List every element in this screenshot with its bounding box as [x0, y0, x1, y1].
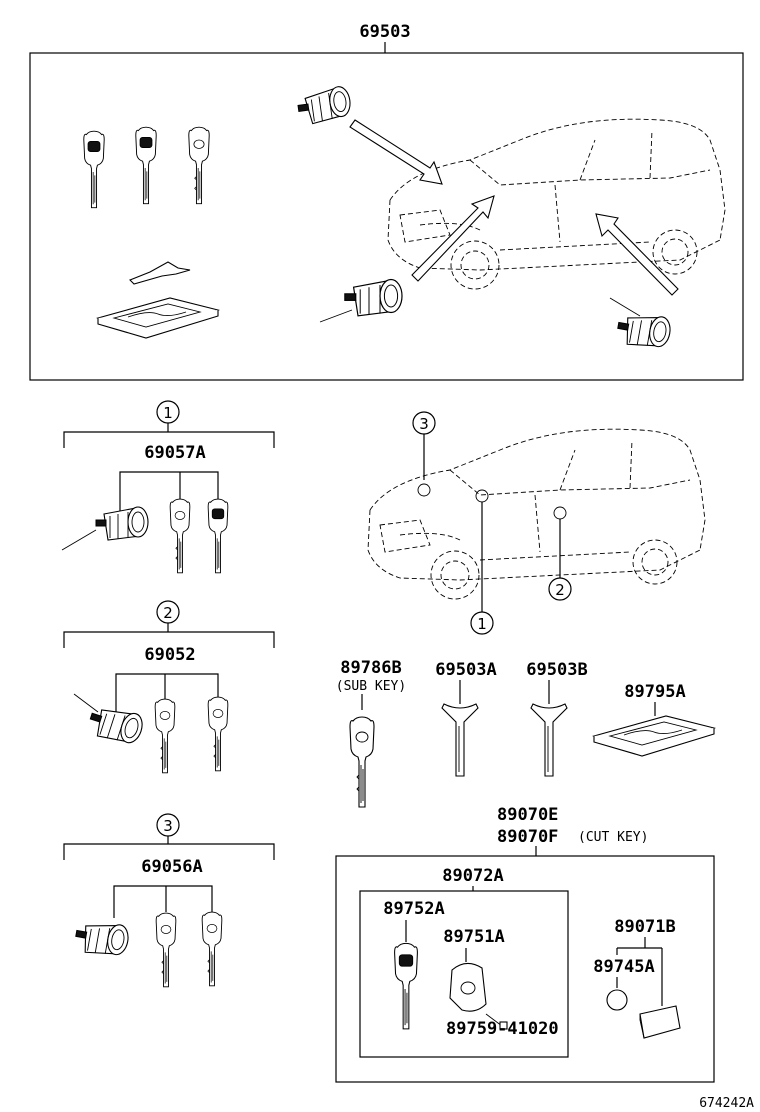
top-assembly-frame — [29, 52, 744, 381]
blank-key-icon — [530, 703, 568, 777]
lock-cylinder-icon — [295, 84, 673, 352]
group-circle-2: 2 — [163, 604, 173, 622]
part-label-69057A: 69057A — [144, 443, 205, 463]
part-label-89071B: 89071B — [614, 917, 675, 937]
lexus-key-icon — [155, 911, 223, 988]
lock-cylinder-icon — [73, 693, 147, 749]
diagram-id: 674242A — [699, 1096, 754, 1111]
part-label-top-assembly: 69503 — [359, 22, 410, 42]
pointer-arrows — [349, 119, 679, 296]
lexus-key-icon — [349, 716, 375, 808]
part-label-89752A: 89752A — [383, 899, 444, 919]
part-label-89745A: 89745A — [593, 957, 654, 977]
car-callout-2: 2 — [555, 581, 565, 599]
blank-key-icon — [441, 703, 479, 777]
cut-key-note: (CUT KEY) — [578, 830, 648, 845]
battery-icon — [606, 989, 628, 1011]
part-label-89070E: 89070E — [497, 805, 558, 825]
part-label-89786B: 89786B — [340, 658, 401, 678]
car-callout-3: 3 — [419, 415, 429, 433]
lock-cylinder-icon — [61, 506, 149, 551]
blank-key-icon — [129, 261, 191, 285]
suv-outline-icon — [367, 428, 706, 600]
sub-key-note: (SUB KEY) — [336, 679, 406, 694]
key-case-icon — [449, 962, 487, 1012]
lexus-key-icon — [169, 498, 229, 574]
group-circle-3: 3 — [163, 817, 173, 835]
suv-outline-icon — [387, 118, 726, 290]
battery-cover-icon — [639, 1005, 681, 1039]
group-circle-1: 1 — [163, 404, 173, 422]
part-label-69052: 69052 — [144, 645, 195, 665]
car-callout-1: 1 — [477, 615, 487, 633]
lexus-key-icon — [154, 696, 229, 774]
transmitter-frame — [359, 890, 569, 1058]
part-label-89072A: 89072A — [442, 866, 503, 886]
part-label-69503A: 69503A — [435, 660, 496, 680]
part-label-89070F: 89070F — [497, 827, 558, 847]
part-label-69503B: 69503B — [526, 660, 587, 680]
cut-key-frame — [335, 855, 715, 1083]
part-label-89759-41020: 89759-41020 — [446, 1019, 559, 1039]
lexus-key-icon — [83, 126, 210, 209]
card-plate-icon — [97, 297, 219, 339]
part-label-89795A: 89795A — [624, 682, 685, 702]
lock-cylinder-icon — [72, 917, 131, 960]
part-label-89751A: 89751A — [443, 927, 504, 947]
part-label-69056A: 69056A — [141, 857, 202, 877]
lexus-key-icon — [394, 942, 418, 1030]
screw-icon — [485, 1013, 508, 1030]
card-plate-icon — [593, 715, 715, 757]
